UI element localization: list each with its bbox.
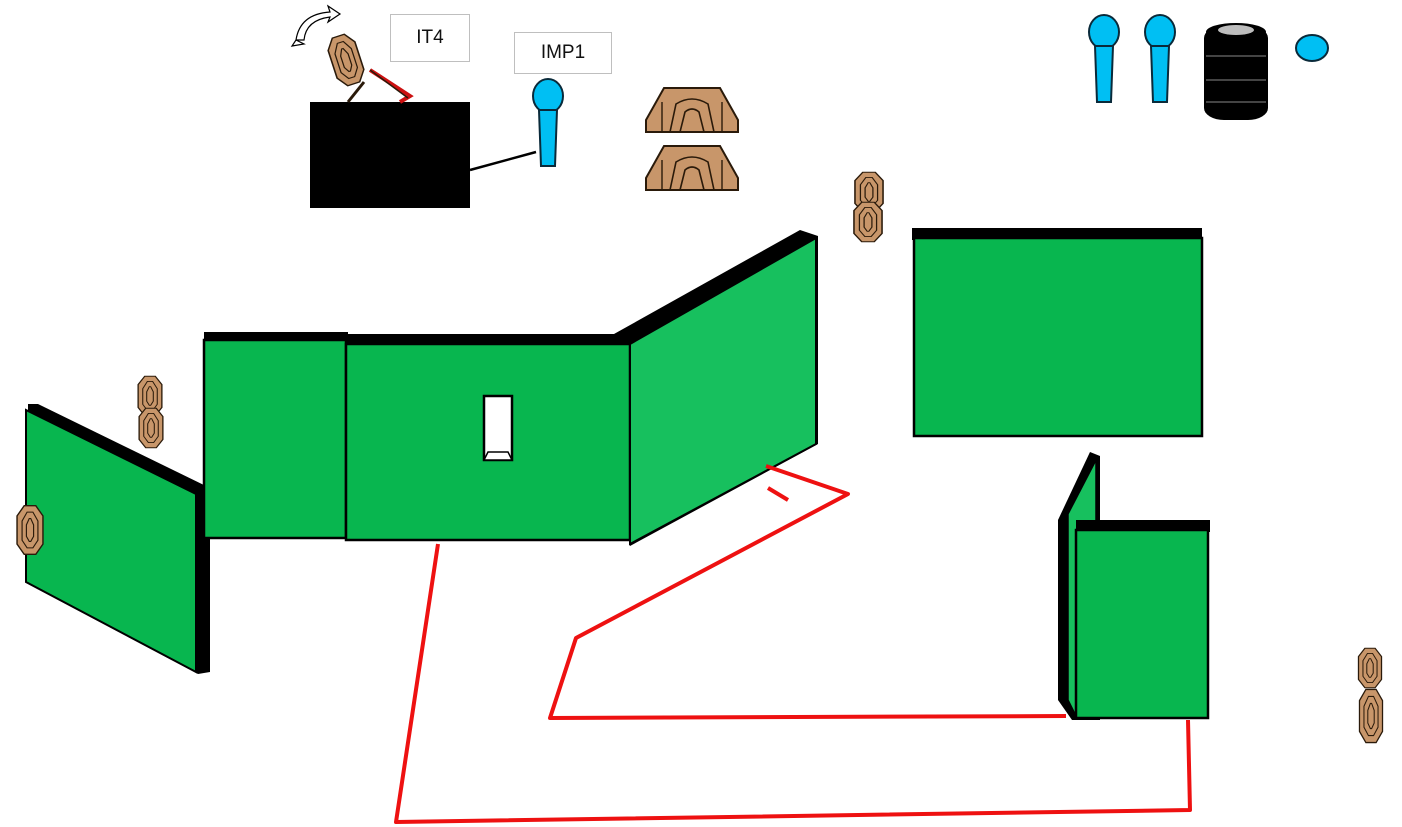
barrel-stack-icon bbox=[1204, 23, 1268, 120]
paper-target-icon bbox=[853, 201, 883, 243]
wall-right-top bbox=[912, 228, 1204, 438]
mover-cable bbox=[469, 150, 537, 172]
label-imp1: IMP1 bbox=[514, 32, 612, 74]
steel-popper-icon bbox=[1144, 14, 1176, 103]
paper-target-icon bbox=[1358, 688, 1384, 744]
fault-lines bbox=[394, 464, 1192, 824]
fault-line-inner bbox=[548, 464, 1067, 720]
wall-right-bottom bbox=[1058, 452, 1210, 720]
paper-target-icon bbox=[1357, 647, 1383, 689]
paper-target-icon bbox=[645, 87, 739, 133]
fault-line-outer bbox=[394, 543, 1192, 824]
wall-center bbox=[344, 334, 632, 542]
steel-popper-icon bbox=[1088, 14, 1120, 103]
swinger-target-icon bbox=[324, 31, 368, 89]
wall-left-angled bbox=[25, 404, 210, 674]
port-window bbox=[482, 394, 514, 462]
wall-left-straight bbox=[202, 332, 348, 540]
paper-target-icon bbox=[138, 407, 164, 449]
mover-assembly bbox=[290, 4, 537, 208]
mover-base-black bbox=[310, 102, 470, 208]
label-it4: IT4 bbox=[390, 14, 470, 62]
mover-arrow-icon bbox=[290, 4, 342, 47]
paper-target-icon bbox=[645, 145, 739, 191]
plate-icon bbox=[1295, 34, 1329, 62]
fault-line-stub bbox=[766, 486, 790, 502]
paper-target-icon bbox=[16, 504, 44, 556]
steel-popper-icon bbox=[532, 78, 564, 167]
